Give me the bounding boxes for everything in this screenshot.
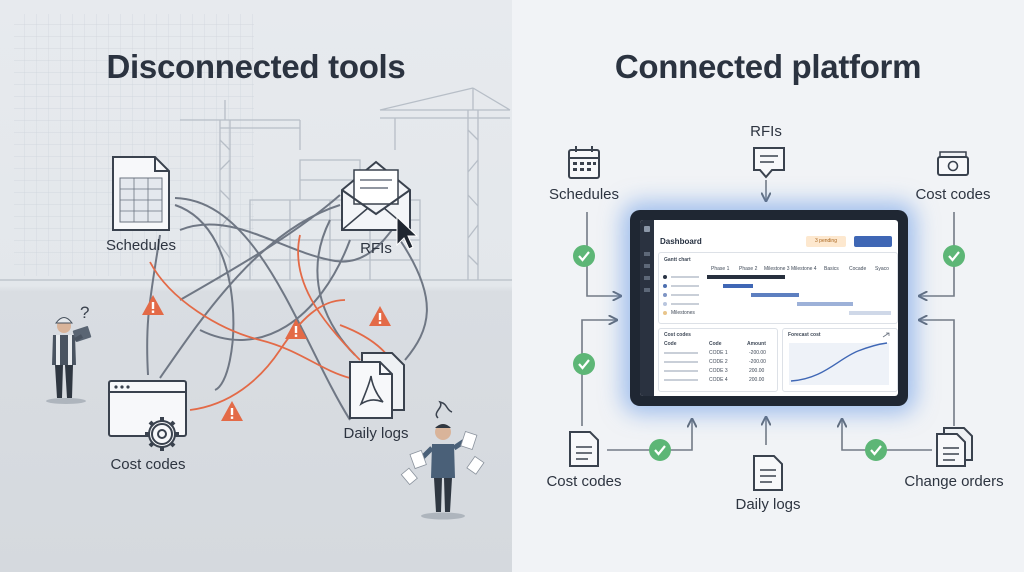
row-placeholder <box>671 276 699 278</box>
gantt-column: Cocade <box>849 266 867 272</box>
warning-icon <box>221 401 243 421</box>
blueprint-grid <box>14 14 254 276</box>
table-cell: CODE 4 <box>709 377 728 383</box>
table-cell: 200.00 <box>749 377 765 383</box>
stacked-documents-icon <box>936 427 973 467</box>
tangled-connections <box>146 194 428 421</box>
table-row-placeholder <box>664 370 698 372</box>
table-cell: CODE 2 <box>709 359 728 365</box>
check-icon <box>943 245 965 267</box>
forecast-line-chart <box>789 332 890 385</box>
dashboard-screen: Dashboard 3 pending Gantt chart Phase 1 … <box>640 220 898 396</box>
schedules-label: Schedules <box>105 237 177 254</box>
gantt-column: Syaco <box>875 266 889 272</box>
gantt-column: Basics <box>824 266 839 272</box>
warning-icon <box>142 295 164 315</box>
milestones-label: Milestones <box>671 310 695 316</box>
table-cell: -200.00 <box>749 359 766 365</box>
dashboard-title: Dashboard <box>660 237 702 246</box>
row-dot <box>663 302 667 306</box>
app-logo-icon <box>644 226 650 232</box>
rfis-label: RFIs <box>750 123 782 140</box>
gantt-bar <box>723 284 753 288</box>
check-icon <box>649 439 671 461</box>
warning-icon <box>285 319 307 339</box>
money-icon <box>937 151 969 176</box>
gantt-bar <box>751 293 799 297</box>
document-icon <box>753 455 783 491</box>
row-placeholder <box>671 294 699 296</box>
row-dot <box>663 311 667 315</box>
cursor-icon <box>396 215 419 250</box>
nav-icon[interactable] <box>644 288 650 292</box>
spreadsheet-icon <box>112 156 170 231</box>
cost-table-header: Code <box>709 341 722 347</box>
disconnected-illustration: ? <box>0 14 512 520</box>
table-cell: CODE 1 <box>709 350 728 356</box>
cost-codes-label: Cost codes <box>110 456 186 473</box>
disconnected-title: Disconnected tools <box>106 48 406 85</box>
table-row-placeholder <box>664 361 698 363</box>
connected-platform-panel: Connected platform RFIs Schedules Cost c… <box>512 0 1024 572</box>
document-icon <box>569 431 599 467</box>
disconnected-tools-panel: ? Disconnected tools Schedules RFIs Cost… <box>0 0 512 572</box>
gantt-bar <box>707 275 785 279</box>
schedules-label: Schedules <box>548 186 620 203</box>
dashboard-action-button[interactable] <box>854 236 892 247</box>
table-cell: -200.00 <box>749 350 766 356</box>
envelope-icon <box>341 160 411 231</box>
check-icon <box>865 439 887 461</box>
construction-worker-figure <box>46 317 92 404</box>
daily-logs-label: Daily logs <box>343 425 409 442</box>
nav-icon[interactable] <box>644 252 650 256</box>
question-mark: ? <box>80 303 89 322</box>
cost-codes-label: Cost codes <box>915 186 991 203</box>
warning-icon <box>369 306 391 326</box>
stressed-person-figure <box>400 400 485 520</box>
cost-table-header: Amount <box>747 341 766 347</box>
cost-codes-card: Cost codes Code Code Amount CODE 1 -200.… <box>658 328 778 392</box>
tablet-device: Dashboard 3 pending Gantt chart Phase 1 … <box>630 210 908 406</box>
chat-bubble-icon <box>753 147 785 179</box>
gantt-bar <box>849 311 891 315</box>
nav-icon[interactable] <box>644 276 650 280</box>
row-placeholder <box>671 285 699 287</box>
table-cell: CODE 3 <box>709 368 728 374</box>
gantt-title: Gantt chart <box>664 257 691 263</box>
check-icon <box>573 245 595 267</box>
gantt-chart-card: Gantt chart Phase 1 Phase 2 Milestone 3 … <box>658 252 898 324</box>
row-dot <box>663 293 667 297</box>
gantt-column: Milestone 3 <box>764 266 790 272</box>
row-dot <box>663 275 667 279</box>
forecast-title: Forecast cost <box>788 332 821 338</box>
nav-icon[interactable] <box>644 264 650 268</box>
dashboard-sidebar <box>640 220 654 396</box>
row-placeholder <box>671 303 699 305</box>
cost-codes-label-bottom: Cost codes <box>546 473 622 490</box>
rfis-label: RFIs <box>360 240 392 257</box>
construction-backdrop <box>0 87 512 281</box>
cost-table-title: Cost codes <box>664 332 691 338</box>
gear-icon <box>145 417 179 451</box>
pending-badge[interactable]: 3 pending <box>806 236 846 247</box>
forecast-cost-card: Forecast cost <box>782 328 898 392</box>
pdf-documents-icon <box>349 352 405 419</box>
connected-title: Connected platform <box>614 48 922 85</box>
change-orders-label: Change orders <box>904 473 1004 490</box>
gantt-bar <box>797 302 853 306</box>
table-row-placeholder <box>664 352 698 354</box>
connection-arrows <box>581 180 955 451</box>
connected-illustration <box>568 146 973 491</box>
check-icon <box>573 353 595 375</box>
table-cell: 200.00 <box>749 368 765 374</box>
gantt-column: Phase 1 <box>711 266 730 272</box>
table-row-placeholder <box>664 379 698 381</box>
row-dot <box>663 284 667 288</box>
daily-logs-label: Daily logs <box>735 496 801 513</box>
gantt-column: Milestone 4 <box>791 266 817 272</box>
cost-table-header: Code <box>664 341 677 347</box>
calendar-icon <box>568 146 600 179</box>
gantt-column: Phase 2 <box>739 266 758 272</box>
